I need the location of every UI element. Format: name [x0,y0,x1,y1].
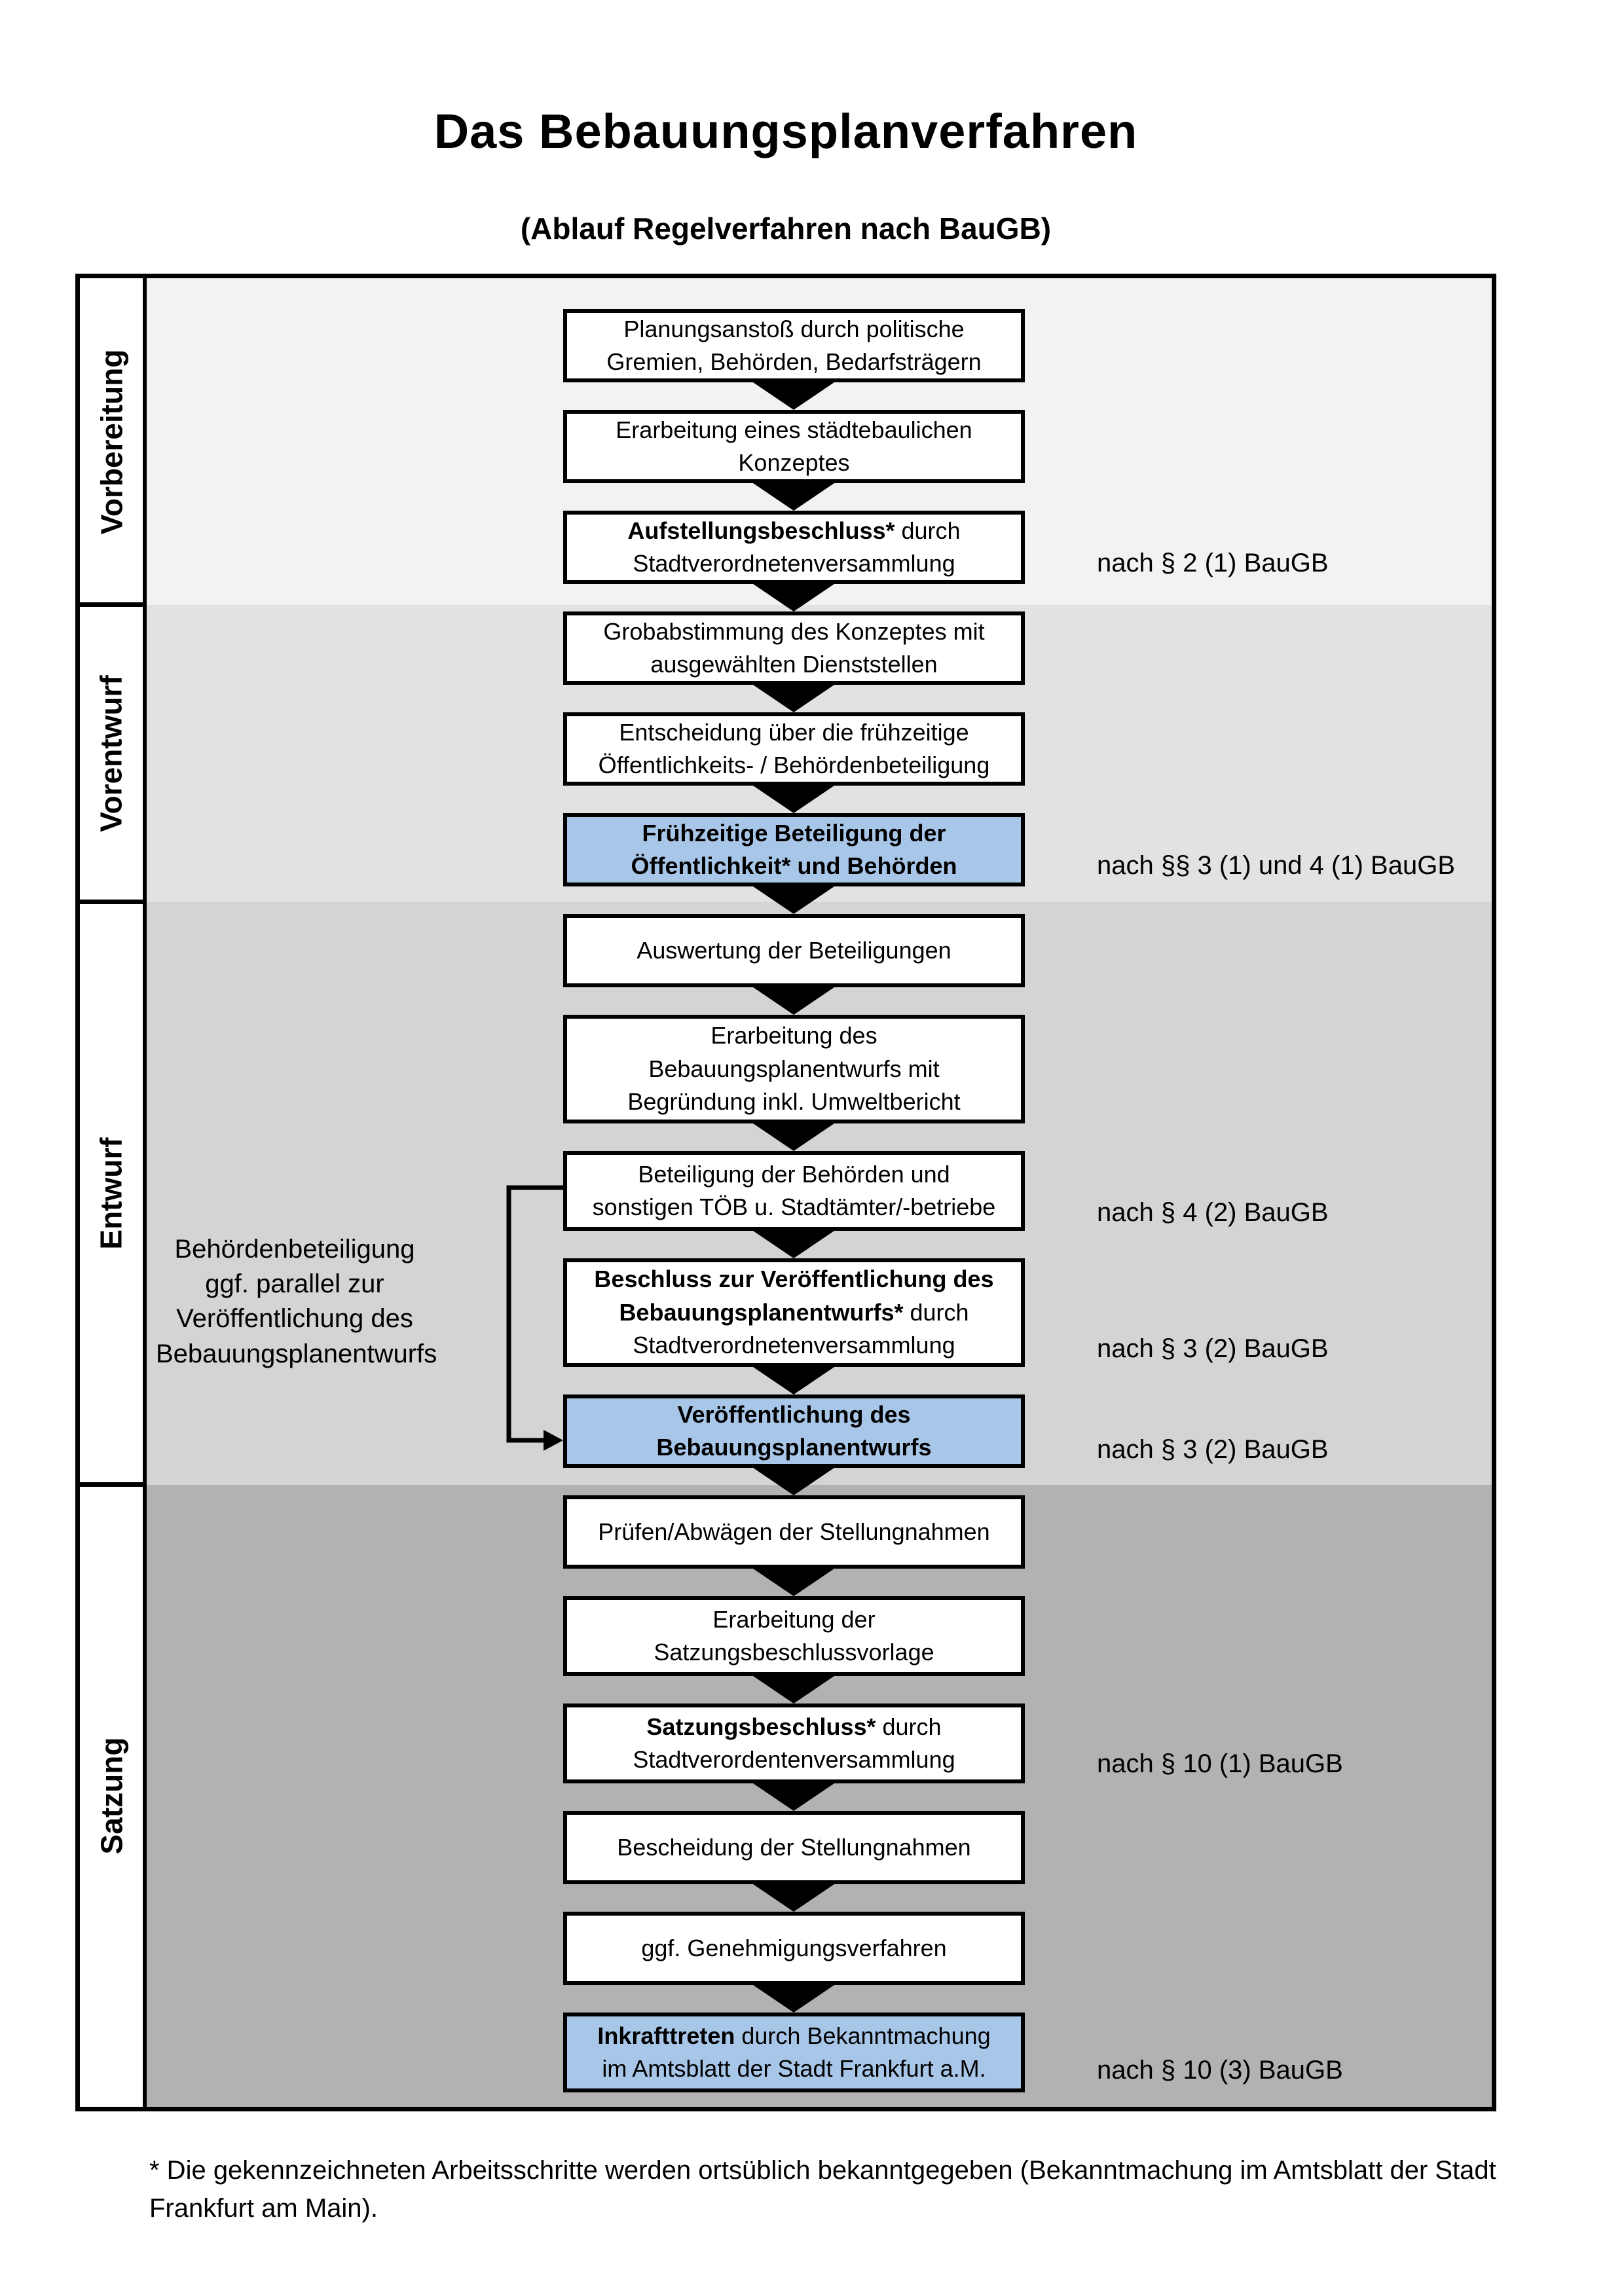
legal-ref: nach § 2 (1) BauGB [1097,549,1329,577]
step-satzungsbeschluss: Satzungsbeschluss* durch Stadtverordente… [563,1704,1025,1783]
down-arrow [753,1231,834,1258]
step-staedtebauliches-konzept: Erarbeitung eines städtebaulichen Konzep… [563,410,1025,483]
step-text-bold: Inkrafttreten [597,2022,735,2049]
step-text-bold: Veröffentlichung des Bebauungsplanentwur… [656,1400,932,1461]
down-arrow [753,1468,834,1495]
step-text: durch Stadtverordentenversammlung [633,1713,955,1773]
step-beteiligung-behoerden: Beteiligung der Behörden und sonstigen T… [563,1151,1025,1231]
legal-ref: nach § 3 (2) BauGB [1097,1435,1329,1464]
band-divider [75,1482,147,1487]
legal-ref: nach § 10 (1) BauGB [1097,1749,1343,1778]
step-text: durch Bekanntmachung im Amtsblatt der St… [602,2022,991,2082]
parallel-note: Behördenbeteiligung ggf. parallel zur Ve… [156,1235,437,1368]
step-planungsanstoss: Planungsanstoß durch politische Gremien,… [563,309,1025,382]
step-text-bold: Beschluss zur Veröffentlichung des Bebau… [594,1266,994,1326]
down-arrow [753,886,834,914]
legal-ref: nach §§ 3 (1) und 4 (1) BauGB [1097,851,1455,880]
step-pruefen-abwaegen: Prüfen/Abwägen der Stellungnahmen [563,1495,1025,1569]
down-arrow [753,584,834,611]
down-arrow [753,1884,834,1912]
band-divider [75,900,147,904]
step-text: Entscheidung über die frühzeitige Öffent… [598,718,990,778]
step-text: Bescheidung der Stellungnahmen [617,1833,971,1861]
phase-label-entwurf: Entwurf [80,902,143,1485]
step-text: Planungsanstoß durch politische Gremien,… [606,315,982,375]
phase-label-vorentwurf: Vorentwurf [80,605,143,902]
step-grobabstimmung: Grobabstimmung des Konzeptes mit ausgewä… [563,611,1025,685]
footnote: * Die gekennzeichneten Arbeitsschritte w… [149,2156,1496,2223]
step-text: durch Stadtverordnetenversammlung [633,1298,969,1359]
legal-ref: nach § 10 (3) BauGB [1097,2056,1343,2085]
step-text: durch Stadtverordnetenversammlung [633,517,961,577]
band-divider [75,602,147,607]
down-arrow [753,1123,834,1151]
step-text: Erarbeitung der Satzungsbeschlussvorlage [654,1605,934,1666]
step-text: ggf. Genehmigungsverfahren [641,1934,947,1961]
down-arrow [753,1367,834,1394]
down-arrow [753,382,834,410]
step-text: Erarbeitung des Bebauungsplanentwurfs mi… [627,1022,961,1116]
step-entscheidung-beteiligung: Entscheidung über die frühzeitige Öffent… [563,712,1025,786]
step-text: Grobabstimmung des Konzeptes mit ausgewä… [603,617,985,678]
page-title: Das Bebauungsplanverfahren [434,104,1138,158]
step-erarbeitung-entwurf: Erarbeitung des Bebauungsplanentwurfs mi… [563,1015,1025,1123]
step-text: Prüfen/Abwägen der Stellungnahmen [598,1518,990,1545]
step-bescheidung: Bescheidung der Stellungnahmen [563,1811,1025,1884]
down-arrow [753,1569,834,1596]
step-text-bold: Aufstellungsbeschluss* [627,517,895,544]
step-veroeffentlichung: Veröffentlichung des Bebauungsplanentwur… [563,1394,1025,1468]
phase-label-satzung: Satzung [80,1485,143,2107]
step-text: Beteiligung der Behörden und sonstigen T… [592,1160,996,1220]
step-text: Auswertung der Beteiligungen [637,936,951,964]
page-subtitle: (Ablauf Regelverfahren nach BauGB) [520,211,1052,246]
step-satzungsbeschlussvorlage: Erarbeitung der Satzungsbeschlussvorlage [563,1596,1025,1676]
down-arrow [753,685,834,712]
step-beschluss-veroeffentlichung: Beschluss zur Veröffentlichung des Bebau… [563,1258,1025,1367]
down-arrow [753,1676,834,1704]
step-text-bold: Frühzeitige Beteiligung der Öffentlichke… [631,819,957,879]
down-arrow [753,1985,834,2013]
down-arrow [753,786,834,813]
down-arrow [753,483,834,511]
legal-ref: nach § 3 (2) BauGB [1097,1334,1329,1363]
legal-ref: nach § 4 (2) BauGB [1097,1198,1329,1227]
step-text-bold: Satzungsbeschluss* [646,1713,876,1740]
down-arrow [753,987,834,1015]
step-fruehzeitige-beteiligung: Frühzeitige Beteiligung der Öffentlichke… [563,813,1025,886]
step-text: Erarbeitung eines städtebaulichen Konzep… [616,416,972,476]
label-column-divider [143,278,147,2107]
step-aufstellungsbeschluss: Aufstellungsbeschluss* durch Stadtverord… [563,511,1025,584]
step-genehmigungsverfahren: ggf. Genehmigungsverfahren [563,1912,1025,1985]
down-arrow [753,1783,834,1811]
step-auswertung: Auswertung der Beteiligungen [563,914,1025,987]
phase-label-vorbereitung: Vorbereitung [80,278,143,605]
step-inkrafttreten: Inkrafttreten durch Bekanntmachung im Am… [563,2013,1025,2092]
